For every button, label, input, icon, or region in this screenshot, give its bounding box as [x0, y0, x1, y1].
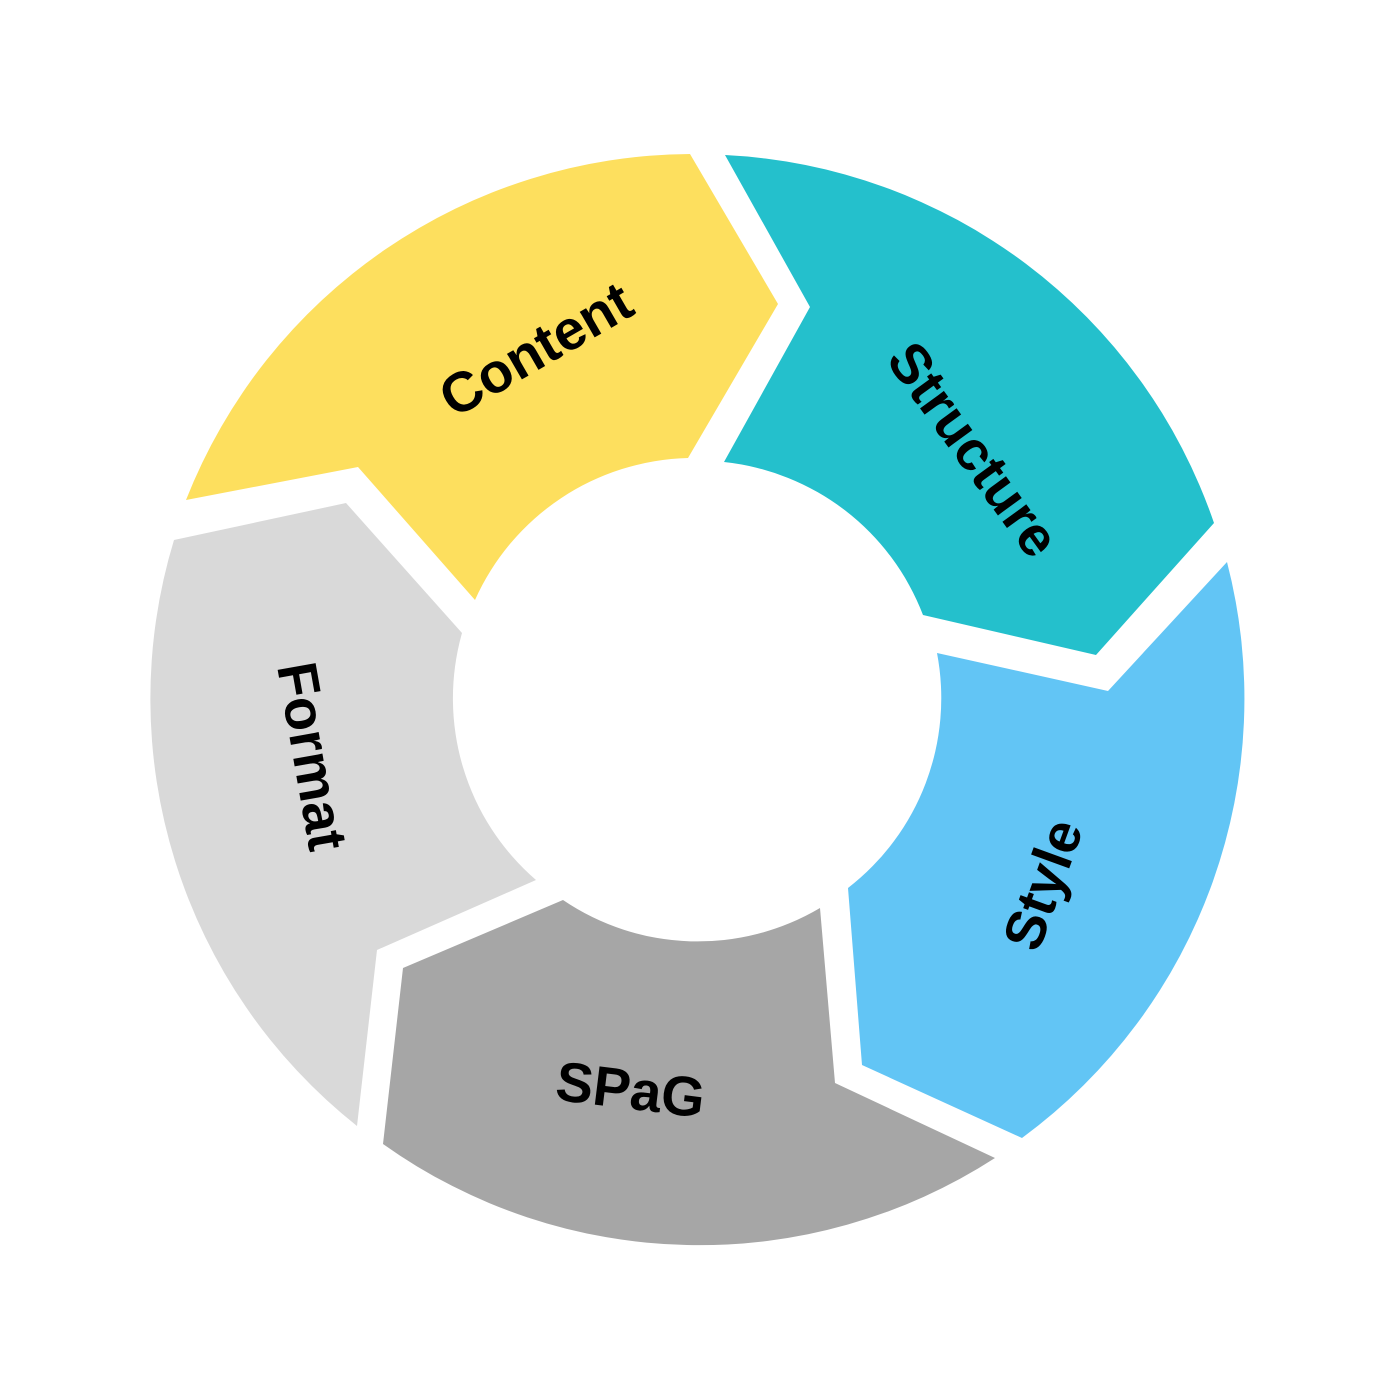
- segment-format: Format: [150, 503, 536, 1126]
- segment-spag: SPaG: [383, 900, 995, 1246]
- segment-content: Content: [186, 154, 778, 600]
- segment-spag-shape: [383, 900, 995, 1246]
- segment-structure-shape: [724, 155, 1214, 655]
- segment-format-shape: [150, 503, 536, 1126]
- segment-style-shape: [848, 562, 1245, 1138]
- segment-style: Style: [848, 562, 1245, 1138]
- segment-structure: Structure: [724, 155, 1214, 655]
- segment-content-shape: [186, 154, 778, 600]
